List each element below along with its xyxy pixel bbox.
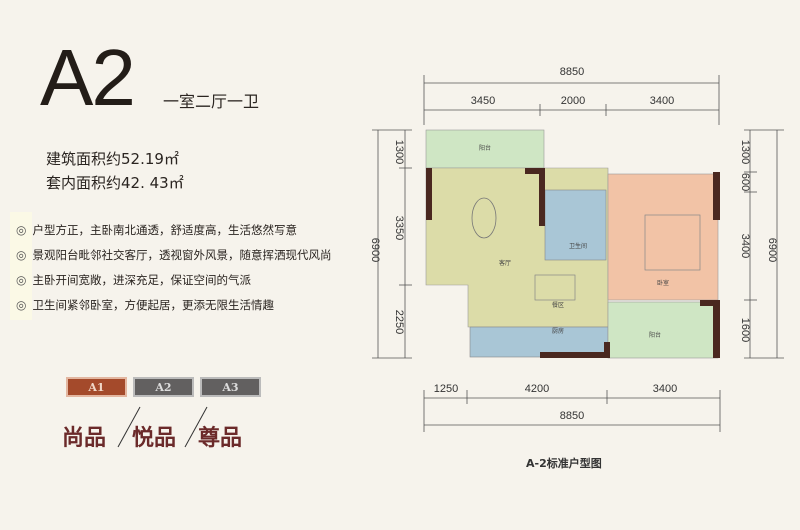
- dimension-lines: [372, 75, 784, 432]
- dim-left: 2250: [393, 310, 405, 334]
- bathroom: [544, 189, 607, 261]
- feature-text: 主卧开间宽敞，进深充足，保证空间的气派: [32, 273, 251, 287]
- dim-bottom: 1250: [434, 383, 458, 395]
- unit-code: A2: [40, 33, 136, 122]
- bullet-icon: ◎: [16, 248, 27, 262]
- room-label: 客厅: [499, 259, 511, 267]
- unit-layout: 一室二厅一卫: [163, 92, 260, 111]
- room-label: 卧室: [657, 279, 669, 287]
- tier-yuepin[interactable]: 悦品: [132, 425, 177, 451]
- feature-text: 景观阳台毗邻社交客厅，透视窗外风景，随意挥洒现代风尚: [32, 248, 332, 262]
- feature-item: ◎ 景观阳台毗邻社交客厅，透视窗外风景，随意挥洒现代风尚: [16, 247, 331, 263]
- plan-caption: A-2标准户型图: [526, 457, 602, 470]
- tab-a2[interactable]: A2: [133, 377, 194, 397]
- dim-top-total: 8850: [560, 66, 584, 78]
- feature-item: ◎ 卫生间紧邻卧室，方便起居，更添无限生活情趣: [16, 297, 274, 313]
- dim-right: 1600: [739, 318, 751, 342]
- dim-left: 3350: [393, 216, 405, 240]
- dining-table-icon: [534, 274, 576, 301]
- divider-line: [117, 406, 141, 448]
- room-label: 卫生间: [569, 242, 587, 250]
- feature-item: ◎ 主卧开间宽敞，进深充足，保证空间的气派: [16, 272, 251, 288]
- bullet-icon: ◎: [16, 273, 27, 287]
- feature-text: 户型方正，主卧南北通透，舒适度高，生活悠然写意: [32, 223, 297, 237]
- room-label: 阳台: [479, 144, 491, 152]
- dim-right: 3400: [739, 234, 751, 258]
- dim-top: 2000: [561, 95, 585, 107]
- dim-left-total: 6900: [369, 238, 381, 262]
- balcony-bottom: [607, 301, 719, 359]
- feature-item: ◎ 户型方正，主卧南北通透，舒适度高，生活悠然写意: [16, 222, 297, 238]
- dim-top: 3400: [650, 95, 674, 107]
- feature-strip: [10, 212, 32, 320]
- bullet-icon: ◎: [16, 223, 27, 237]
- tab-a1[interactable]: A1: [66, 377, 127, 397]
- dim-top: 3450: [471, 95, 495, 107]
- walls: [426, 168, 720, 358]
- bullet-icon: ◎: [16, 298, 27, 312]
- bed-icon: [644, 214, 701, 271]
- dim-bottom: 4200: [525, 383, 549, 395]
- room-label: 阳台: [649, 331, 661, 339]
- dim-bottom: 3400: [653, 383, 677, 395]
- room-label: 厨房: [552, 327, 564, 335]
- dim-right: 1300: [739, 140, 751, 164]
- tier-dividers: [117, 406, 208, 448]
- balcony-top: [425, 129, 545, 169]
- net-area: 套内面积约42. 43㎡: [46, 174, 184, 192]
- tier-zunpin[interactable]: 尊品: [198, 425, 243, 451]
- room-label: 餐区: [552, 301, 564, 309]
- rooms: [425, 129, 719, 359]
- dim-right-total: 6900: [766, 238, 778, 262]
- tier-shangpin[interactable]: 尚品: [62, 425, 107, 451]
- dim-right: 600: [739, 173, 751, 191]
- table-icon: [471, 197, 497, 239]
- divider-line: [184, 406, 208, 448]
- tab-a3[interactable]: A3: [200, 377, 261, 397]
- feature-text: 卫生间紧邻卧室，方便起居，更添无限生活情趣: [32, 298, 274, 312]
- dim-bottom-total: 8850: [560, 410, 584, 422]
- gross-area: 建筑面积约52.19㎡: [46, 150, 179, 168]
- dim-left: 1300: [393, 140, 405, 164]
